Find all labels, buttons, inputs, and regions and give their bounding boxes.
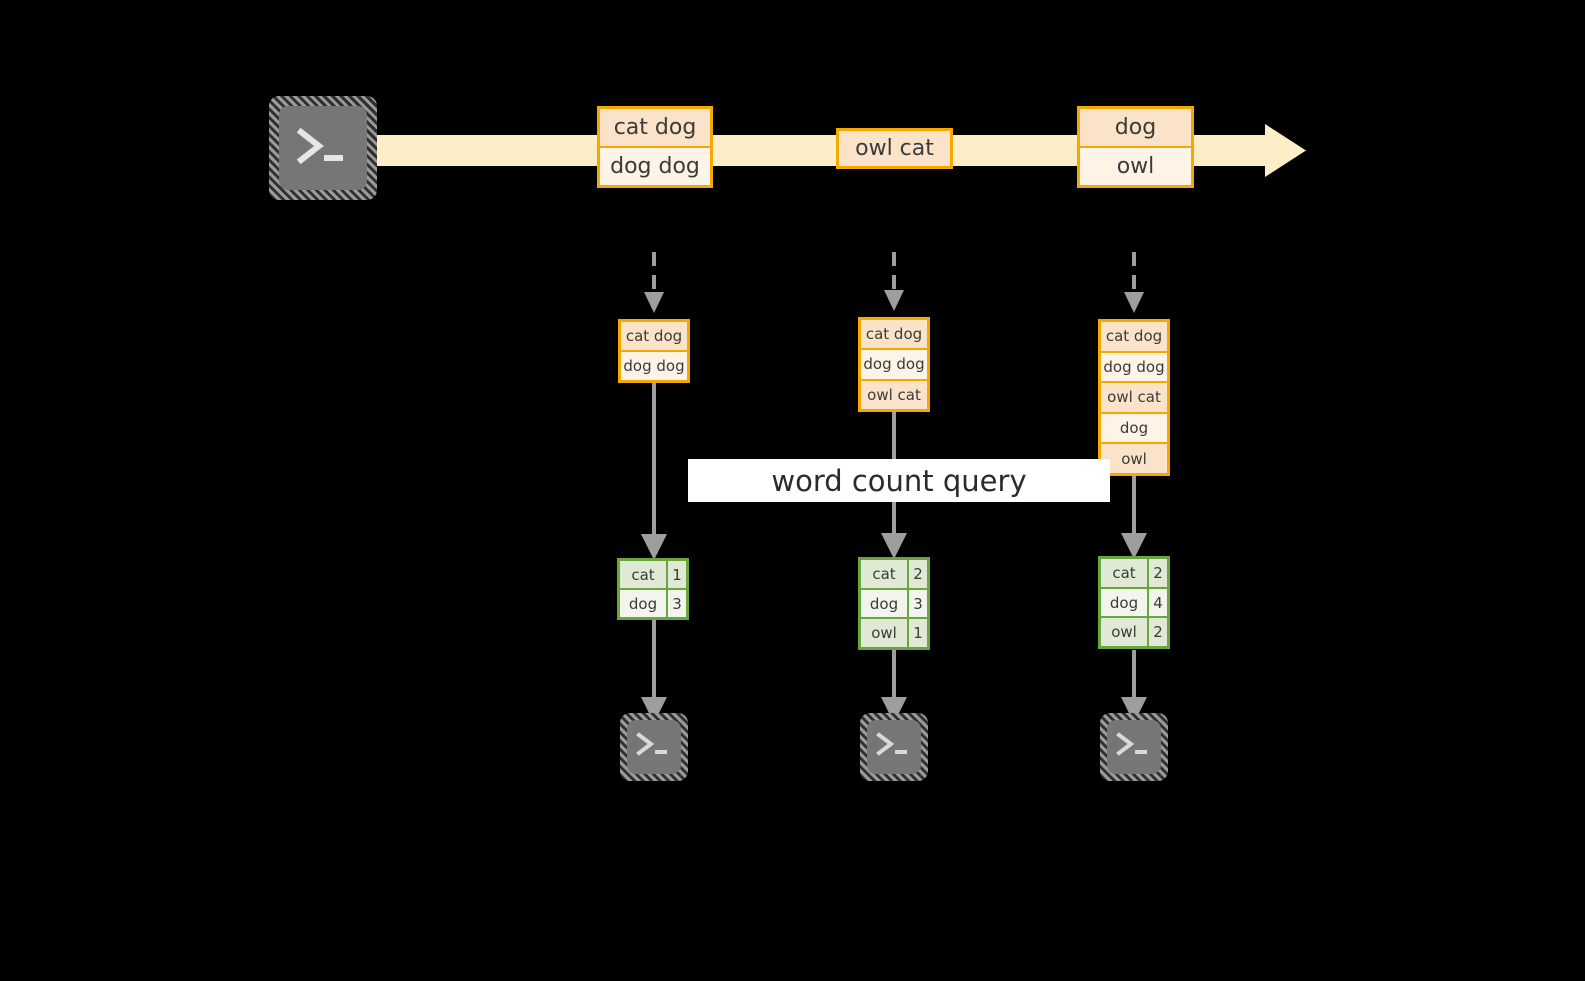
- table-row: dog 4: [1101, 586, 1167, 617]
- microbatch-3-row-4: dog: [1101, 411, 1167, 443]
- result-table-1[interactable]: cat 1 dog 3: [617, 558, 689, 620]
- table-row: cat 2: [861, 560, 927, 588]
- stream-batch-2-line-1: owl cat: [839, 131, 950, 166]
- terminal-prompt-icon: [296, 127, 343, 165]
- result-2-word-1: cat: [861, 560, 907, 588]
- table-row: dog 3: [861, 587, 927, 618]
- microbatch-3-row-3: owl cat: [1101, 381, 1167, 412]
- result-2-count-1: 2: [907, 560, 927, 588]
- microbatch-stack-1[interactable]: cat dog dog dog: [618, 319, 690, 383]
- result-2-count-2: 3: [907, 589, 927, 618]
- microbatch-3-row-5: owl: [1101, 442, 1167, 473]
- sink-terminal-icon-2: [860, 713, 928, 781]
- result-1-count-1: 1: [666, 561, 686, 588]
- sink-arrows: [652, 620, 1136, 705]
- sink-arrowheads: [641, 697, 1147, 723]
- terminal-prompt-icon: [636, 732, 667, 756]
- table-row: owl 1: [861, 617, 927, 648]
- microbatch-2-row-1: cat dog: [861, 320, 927, 349]
- terminal-body: [867, 720, 921, 774]
- table-row: cat 1: [620, 561, 686, 588]
- result-table-3[interactable]: cat 2 dog 4 owl 2: [1098, 556, 1170, 649]
- result-2-count-3: 1: [907, 619, 927, 648]
- result-3-count-3: 2: [1147, 618, 1167, 647]
- stream-batch-2[interactable]: owl cat: [836, 128, 953, 169]
- stream-batch-1-line-2: dog dog: [600, 146, 710, 185]
- terminal-prompt-icon: [1116, 732, 1147, 756]
- terminal-prompt-icon: [876, 732, 907, 756]
- result-2-word-2: dog: [861, 589, 907, 618]
- table-row: dog 3: [620, 588, 686, 617]
- terminal-body: [627, 720, 681, 774]
- query-label-banner: word count query: [688, 459, 1110, 502]
- trigger-dashed-arrows: [652, 252, 1136, 292]
- result-3-count-1: 2: [1147, 559, 1167, 587]
- result-3-word-3: owl: [1101, 618, 1147, 647]
- query-label-text: word count query: [771, 463, 1027, 498]
- microbatch-1-row-2: dog dog: [621, 350, 687, 380]
- microbatch-stack-3[interactable]: cat dog dog dog owl cat dog owl: [1098, 319, 1170, 476]
- terminal-body: [279, 106, 367, 190]
- table-row: cat 2: [1101, 559, 1167, 587]
- result-3-count-2: 4: [1147, 588, 1167, 617]
- table-row: owl 2: [1101, 616, 1167, 647]
- microbatch-stack-2[interactable]: cat dog dog dog owl cat: [858, 317, 930, 412]
- result-2-word-3: owl: [861, 619, 907, 648]
- result-table-2[interactable]: cat 2 dog 3 owl 1: [858, 557, 930, 650]
- query-arrowheads: [641, 533, 1147, 560]
- stream-batch-1-line-1: cat dog: [600, 109, 710, 146]
- result-3-word-1: cat: [1101, 559, 1147, 587]
- stream-batch-1[interactable]: cat dog dog dog: [597, 106, 713, 188]
- stream-batch-3-line-1: dog: [1080, 109, 1191, 146]
- source-terminal-icon: [269, 96, 377, 200]
- result-1-word-2: dog: [620, 590, 666, 617]
- trigger-dashed-arrowheads: [644, 290, 1144, 313]
- microbatch-2-row-3: owl cat: [861, 378, 927, 409]
- stream-batch-3-line-2: owl: [1080, 146, 1191, 185]
- result-1-count-2: 3: [666, 590, 686, 617]
- result-3-word-2: dog: [1101, 588, 1147, 617]
- sink-terminal-icon-1: [620, 713, 688, 781]
- microbatch-3-row-2: dog dog: [1101, 350, 1167, 382]
- result-1-word-1: cat: [620, 561, 666, 588]
- sink-terminal-icon-3: [1100, 713, 1168, 781]
- microbatch-3-row-1: cat dog: [1101, 322, 1167, 351]
- microbatch-2-row-2: dog dog: [861, 348, 927, 379]
- microbatch-1-row-1: cat dog: [621, 322, 687, 350]
- terminal-body: [1107, 720, 1161, 774]
- stream-batch-3[interactable]: dog owl: [1077, 106, 1194, 188]
